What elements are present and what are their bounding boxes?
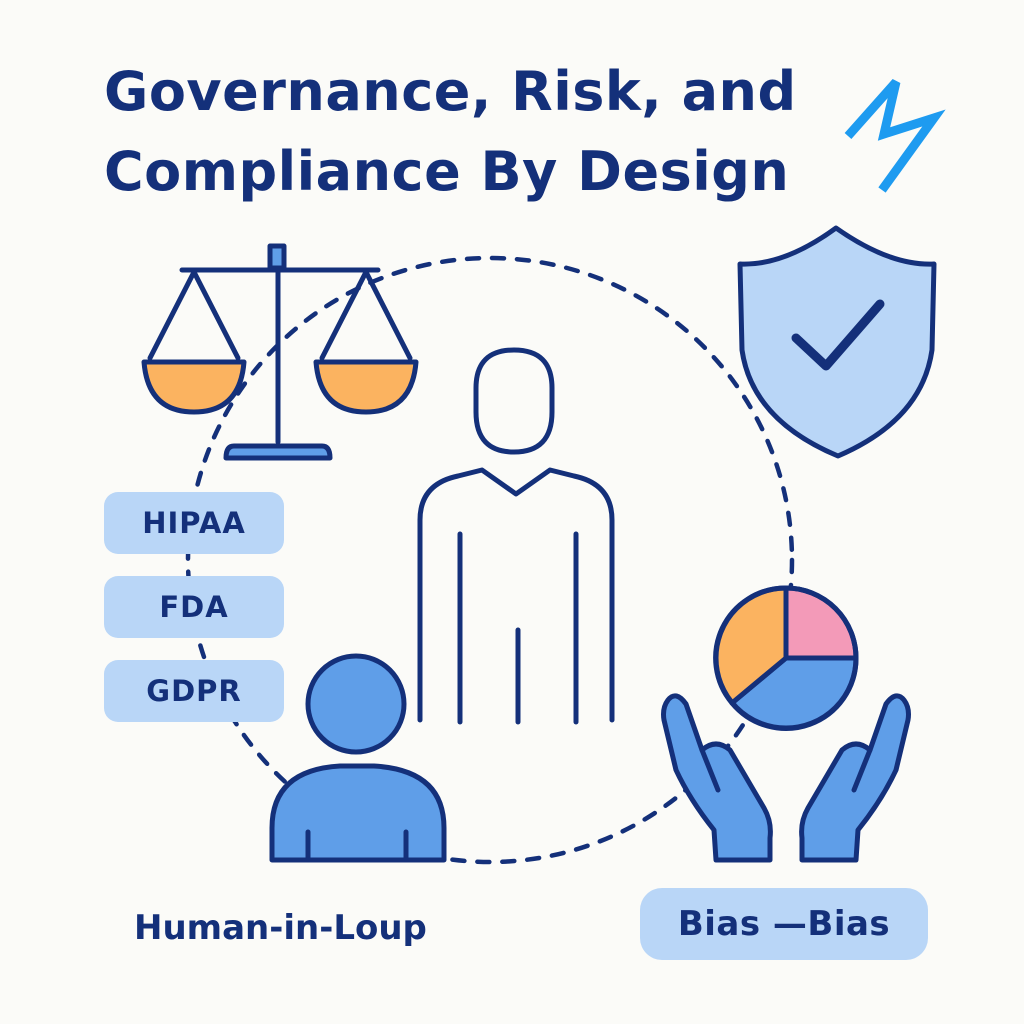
bias-pill: Bias —Bias <box>640 888 928 960</box>
page-title: Governance, Risk, and Compliance By Desi… <box>104 52 824 212</box>
regulation-pill-fda: FDA <box>104 576 284 638</box>
human-reviewer-icon <box>269 653 447 863</box>
scales-of-justice-icon <box>141 243 419 461</box>
regulation-pill-hipaa: HIPAA <box>104 492 284 554</box>
dashed-cycle-ring <box>185 255 795 865</box>
human-in-loop-caption: Human-in-Loup <box>134 908 427 948</box>
regulation-pill-gdpr: GDPR <box>104 660 284 722</box>
title-line-1: Governance, Risk, and <box>104 60 797 123</box>
title-line-2: Compliance By Design <box>104 140 790 203</box>
hands-holding-icon <box>661 693 911 863</box>
lightning-bolt-icon <box>844 79 946 193</box>
person-outline-icon <box>417 347 615 725</box>
pie-chart-icon <box>713 585 859 731</box>
shield-check-icon <box>737 225 937 459</box>
